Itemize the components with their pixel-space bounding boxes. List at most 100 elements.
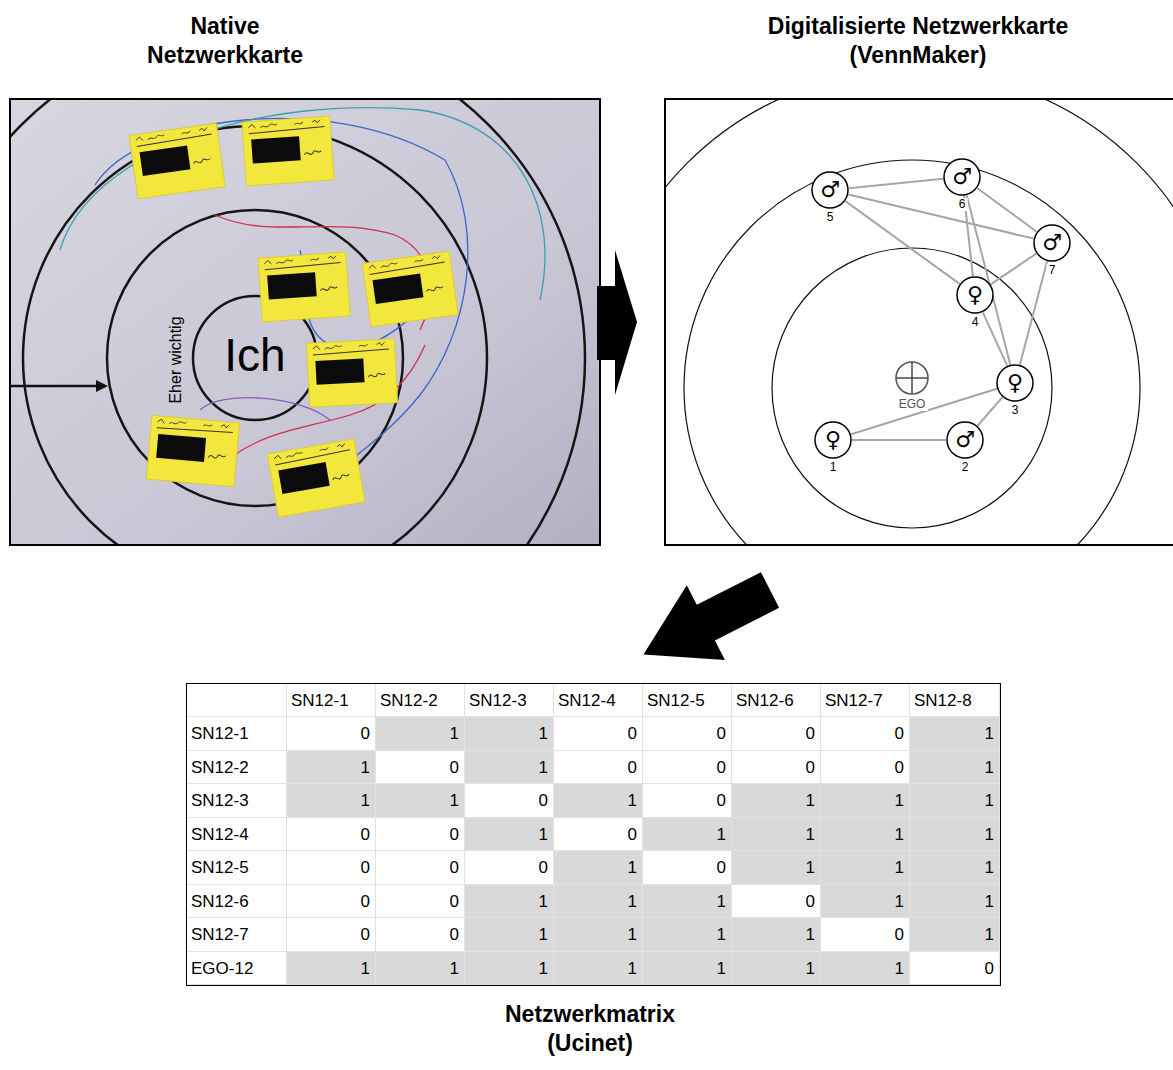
node-outline [944, 159, 980, 195]
handwriting [274, 444, 346, 460]
matrix-value: 1 [465, 952, 554, 985]
node-number: 4 [970, 316, 981, 329]
tie-line [978, 397, 1003, 425]
handwriting [208, 454, 225, 459]
matrix-value: 1 [287, 784, 376, 817]
matrix-value: 0 [643, 717, 732, 750]
matrix-value: 1 [821, 952, 910, 985]
node-outline [997, 365, 1033, 401]
matrix-value: 1 [554, 952, 643, 985]
redaction [278, 462, 329, 494]
venn-rings [665, 99, 1173, 545]
axis-label: Eher wichtig [166, 316, 186, 403]
person-node: ♀3 [996, 364, 1034, 402]
node-outline [1034, 225, 1070, 261]
matrix-value: 0 [643, 751, 732, 784]
ring [10, 99, 585, 545]
matrix-value: 1 [376, 952, 465, 985]
person-node: ♂7 [1033, 224, 1071, 262]
matrix-value: 1 [465, 818, 554, 851]
post-it-paper [362, 251, 458, 327]
post-it-paper [267, 439, 365, 517]
panel-title: Netzwerkmatrix (Ucinet) [475, 1000, 705, 1058]
matrix-value: 1 [287, 751, 376, 784]
matrix-value: 1 [910, 918, 1000, 951]
row-header: SN12-6 [187, 885, 287, 918]
post-it-rule [369, 262, 445, 275]
matrix-value: 0 [821, 918, 910, 951]
corner-cell [187, 684, 287, 717]
matrix-value: 1 [821, 885, 910, 918]
row-header: SN12-1 [187, 717, 287, 750]
column-header: SN12-7 [821, 684, 910, 717]
matrix-value: 0 [287, 885, 376, 918]
gender-symbol: ♂ [1033, 224, 1071, 262]
handwriting [332, 474, 349, 480]
post-it [129, 123, 225, 199]
handwriting [320, 286, 337, 290]
person-node: ♀4 [956, 276, 994, 314]
matrix-value: 1 [554, 851, 643, 884]
post-it-paper [258, 252, 350, 322]
matrix-value: 0 [821, 751, 910, 784]
panel-frame [665, 99, 1173, 545]
matrix-value: 0 [554, 717, 643, 750]
post-it-paper [129, 123, 225, 199]
post-it-rule [136, 134, 212, 147]
ego-label: Ich [224, 327, 285, 385]
matrix-value: 0 [465, 851, 554, 884]
matrix-value: 1 [910, 717, 1000, 750]
redaction [251, 136, 301, 163]
matrix-value: 1 [821, 818, 910, 851]
handwriting [368, 373, 385, 377]
post-it-rule [249, 126, 325, 133]
matrix-value: 0 [287, 717, 376, 750]
matrix-value: 1 [554, 885, 643, 918]
matrix-value: 1 [554, 784, 643, 817]
post-it [362, 251, 458, 327]
node-number: 2 [960, 461, 971, 474]
post-it-paper [146, 415, 239, 486]
matrix-value: 1 [910, 784, 1000, 817]
matrix-value: 0 [287, 918, 376, 951]
matrix-value: 1 [643, 918, 732, 951]
post-it-rule [157, 426, 233, 435]
handwriting [193, 158, 210, 164]
redaction [267, 272, 317, 299]
redaction [373, 273, 424, 303]
gender-symbol: ♂ [946, 421, 984, 459]
column-header: SN12-5 [643, 684, 732, 717]
matrix-value: 1 [554, 918, 643, 951]
row-header: SN12-3 [187, 784, 287, 817]
matrix-value: 1 [910, 851, 1000, 884]
photo [10, 99, 600, 545]
handwriting [157, 419, 229, 429]
tie-line [1020, 261, 1047, 364]
matrix-value: 0 [554, 751, 643, 784]
ego-node: EGO [894, 360, 930, 396]
matrix-value: 1 [465, 717, 554, 750]
node-outline [815, 422, 851, 458]
matrix-value: 0 [376, 851, 465, 884]
matrix-value: 0 [376, 918, 465, 951]
matrix-value: 1 [821, 784, 910, 817]
matrix-value: 1 [465, 918, 554, 951]
redaction [140, 145, 191, 175]
matrix-value: 0 [287, 818, 376, 851]
matrix-value: 0 [643, 851, 732, 884]
matrix-value: 1 [643, 952, 732, 985]
handwriting [426, 286, 443, 292]
node-outline [957, 277, 993, 313]
matrix-value: 0 [287, 851, 376, 884]
row-header: EGO-12 [187, 952, 287, 985]
tie-line [852, 439, 946, 441]
handwriting [304, 150, 321, 154]
post-it [242, 116, 334, 186]
matrix-value: 0 [732, 751, 821, 784]
panel-title: Native Netzwerkkarte [120, 12, 330, 70]
column-header: SN12-4 [554, 684, 643, 717]
row-header: SN12-2 [187, 751, 287, 784]
redaction [156, 434, 206, 462]
tie-line [991, 254, 1037, 285]
ego-name: EGO [897, 398, 928, 411]
